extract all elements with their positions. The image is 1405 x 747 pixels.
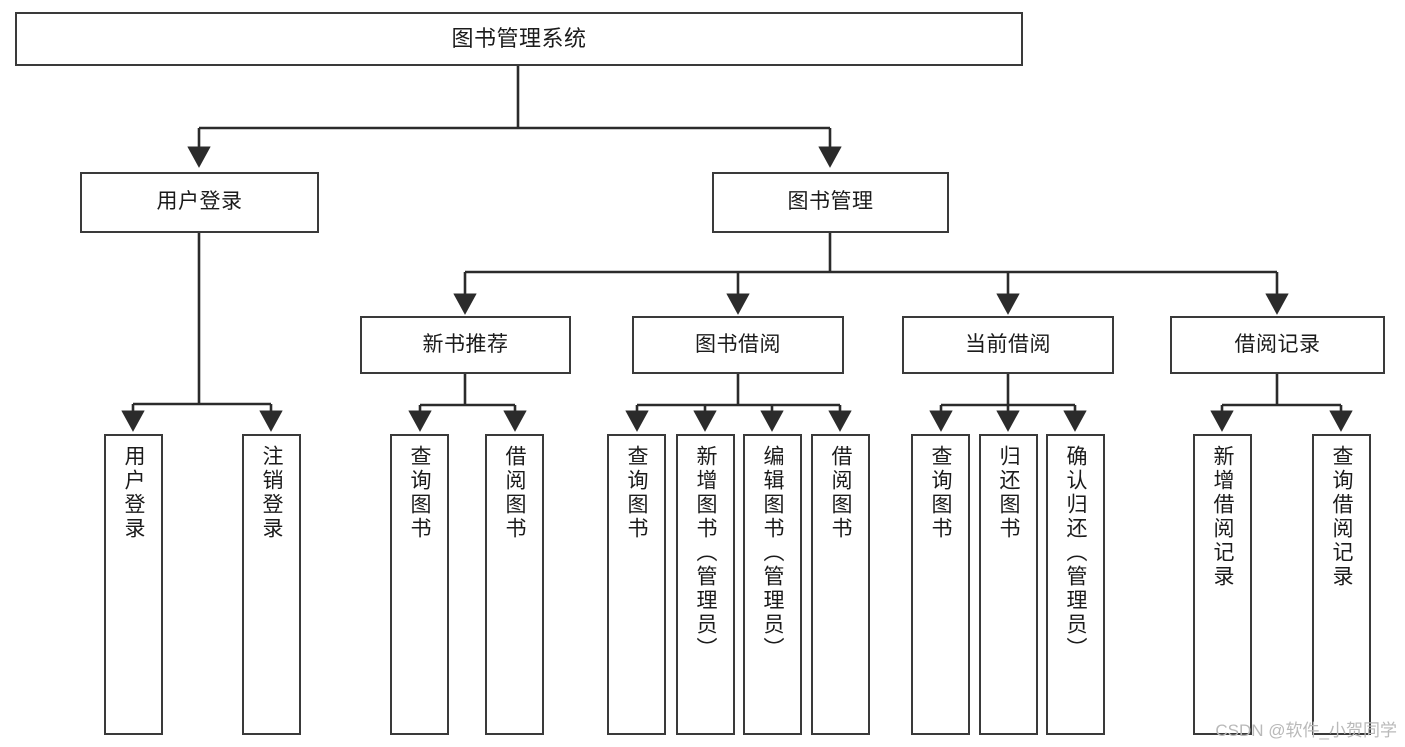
- node-label: 归还图书: [997, 445, 1020, 541]
- node-label: 借阅记录: [1234, 332, 1321, 356]
- leaf-current-borrow-query-book[interactable]: 查询图书: [911, 434, 970, 735]
- node-label: 图书管理系统: [451, 26, 587, 52]
- node-label: 编辑图书（管理员）: [761, 445, 784, 661]
- leaf-borrow-record-add-record[interactable]: 新增借阅记录: [1193, 434, 1252, 735]
- leaf-new-book-query-book[interactable]: 查询图书: [390, 434, 449, 735]
- node-current-borrow[interactable]: 当前借阅: [902, 316, 1114, 374]
- node-label: 新增借阅记录: [1211, 445, 1234, 589]
- node-label: 图书借阅: [695, 332, 781, 356]
- node-label: 查询图书: [929, 445, 952, 541]
- leaf-new-book-borrow-book[interactable]: 借阅图书: [485, 434, 544, 735]
- leaf-book-borrow-add-book[interactable]: 新增图书（管理员）: [676, 434, 735, 735]
- node-label: 注销登录: [260, 445, 283, 541]
- leaf-book-borrow-query-book[interactable]: 查询图书: [607, 434, 666, 735]
- node-root-book-management-system[interactable]: 图书管理系统: [15, 12, 1023, 66]
- leaf-user-login-logout[interactable]: 注销登录: [242, 434, 301, 735]
- node-label: 图书管理: [787, 190, 874, 214]
- node-label: 用户登录: [122, 445, 145, 541]
- node-book-management[interactable]: 图书管理: [712, 172, 949, 233]
- csdn-watermark: CSDN @软件_小贺同学: [1215, 721, 1397, 740]
- node-label: 查询借阅记录: [1330, 445, 1353, 589]
- leaf-book-borrow-edit-book[interactable]: 编辑图书（管理员）: [743, 434, 802, 735]
- node-label: 确认归还（管理员）: [1064, 445, 1087, 661]
- leaf-book-borrow-borrow-book[interactable]: 借阅图书: [811, 434, 870, 735]
- node-user-login[interactable]: 用户登录: [80, 172, 319, 233]
- leaf-current-borrow-return-book[interactable]: 归还图书: [979, 434, 1038, 735]
- node-label: 新书推荐: [422, 332, 509, 356]
- node-borrow-record[interactable]: 借阅记录: [1170, 316, 1385, 374]
- node-label: 查询图书: [408, 445, 431, 541]
- leaf-borrow-record-query-record[interactable]: 查询借阅记录: [1312, 434, 1371, 735]
- node-label: 用户登录: [156, 190, 243, 214]
- node-label: 当前借阅: [965, 332, 1051, 356]
- node-label: 新增图书（管理员）: [694, 445, 717, 661]
- node-label: 查询图书: [625, 445, 648, 541]
- node-label: 借阅图书: [503, 445, 526, 541]
- leaf-current-borrow-confirm-return[interactable]: 确认归还（管理员）: [1046, 434, 1105, 735]
- node-label: 借阅图书: [829, 445, 852, 541]
- node-new-book-recommend[interactable]: 新书推荐: [360, 316, 571, 374]
- leaf-user-login-login[interactable]: 用户登录: [104, 434, 163, 735]
- node-book-borrow[interactable]: 图书借阅: [632, 316, 844, 374]
